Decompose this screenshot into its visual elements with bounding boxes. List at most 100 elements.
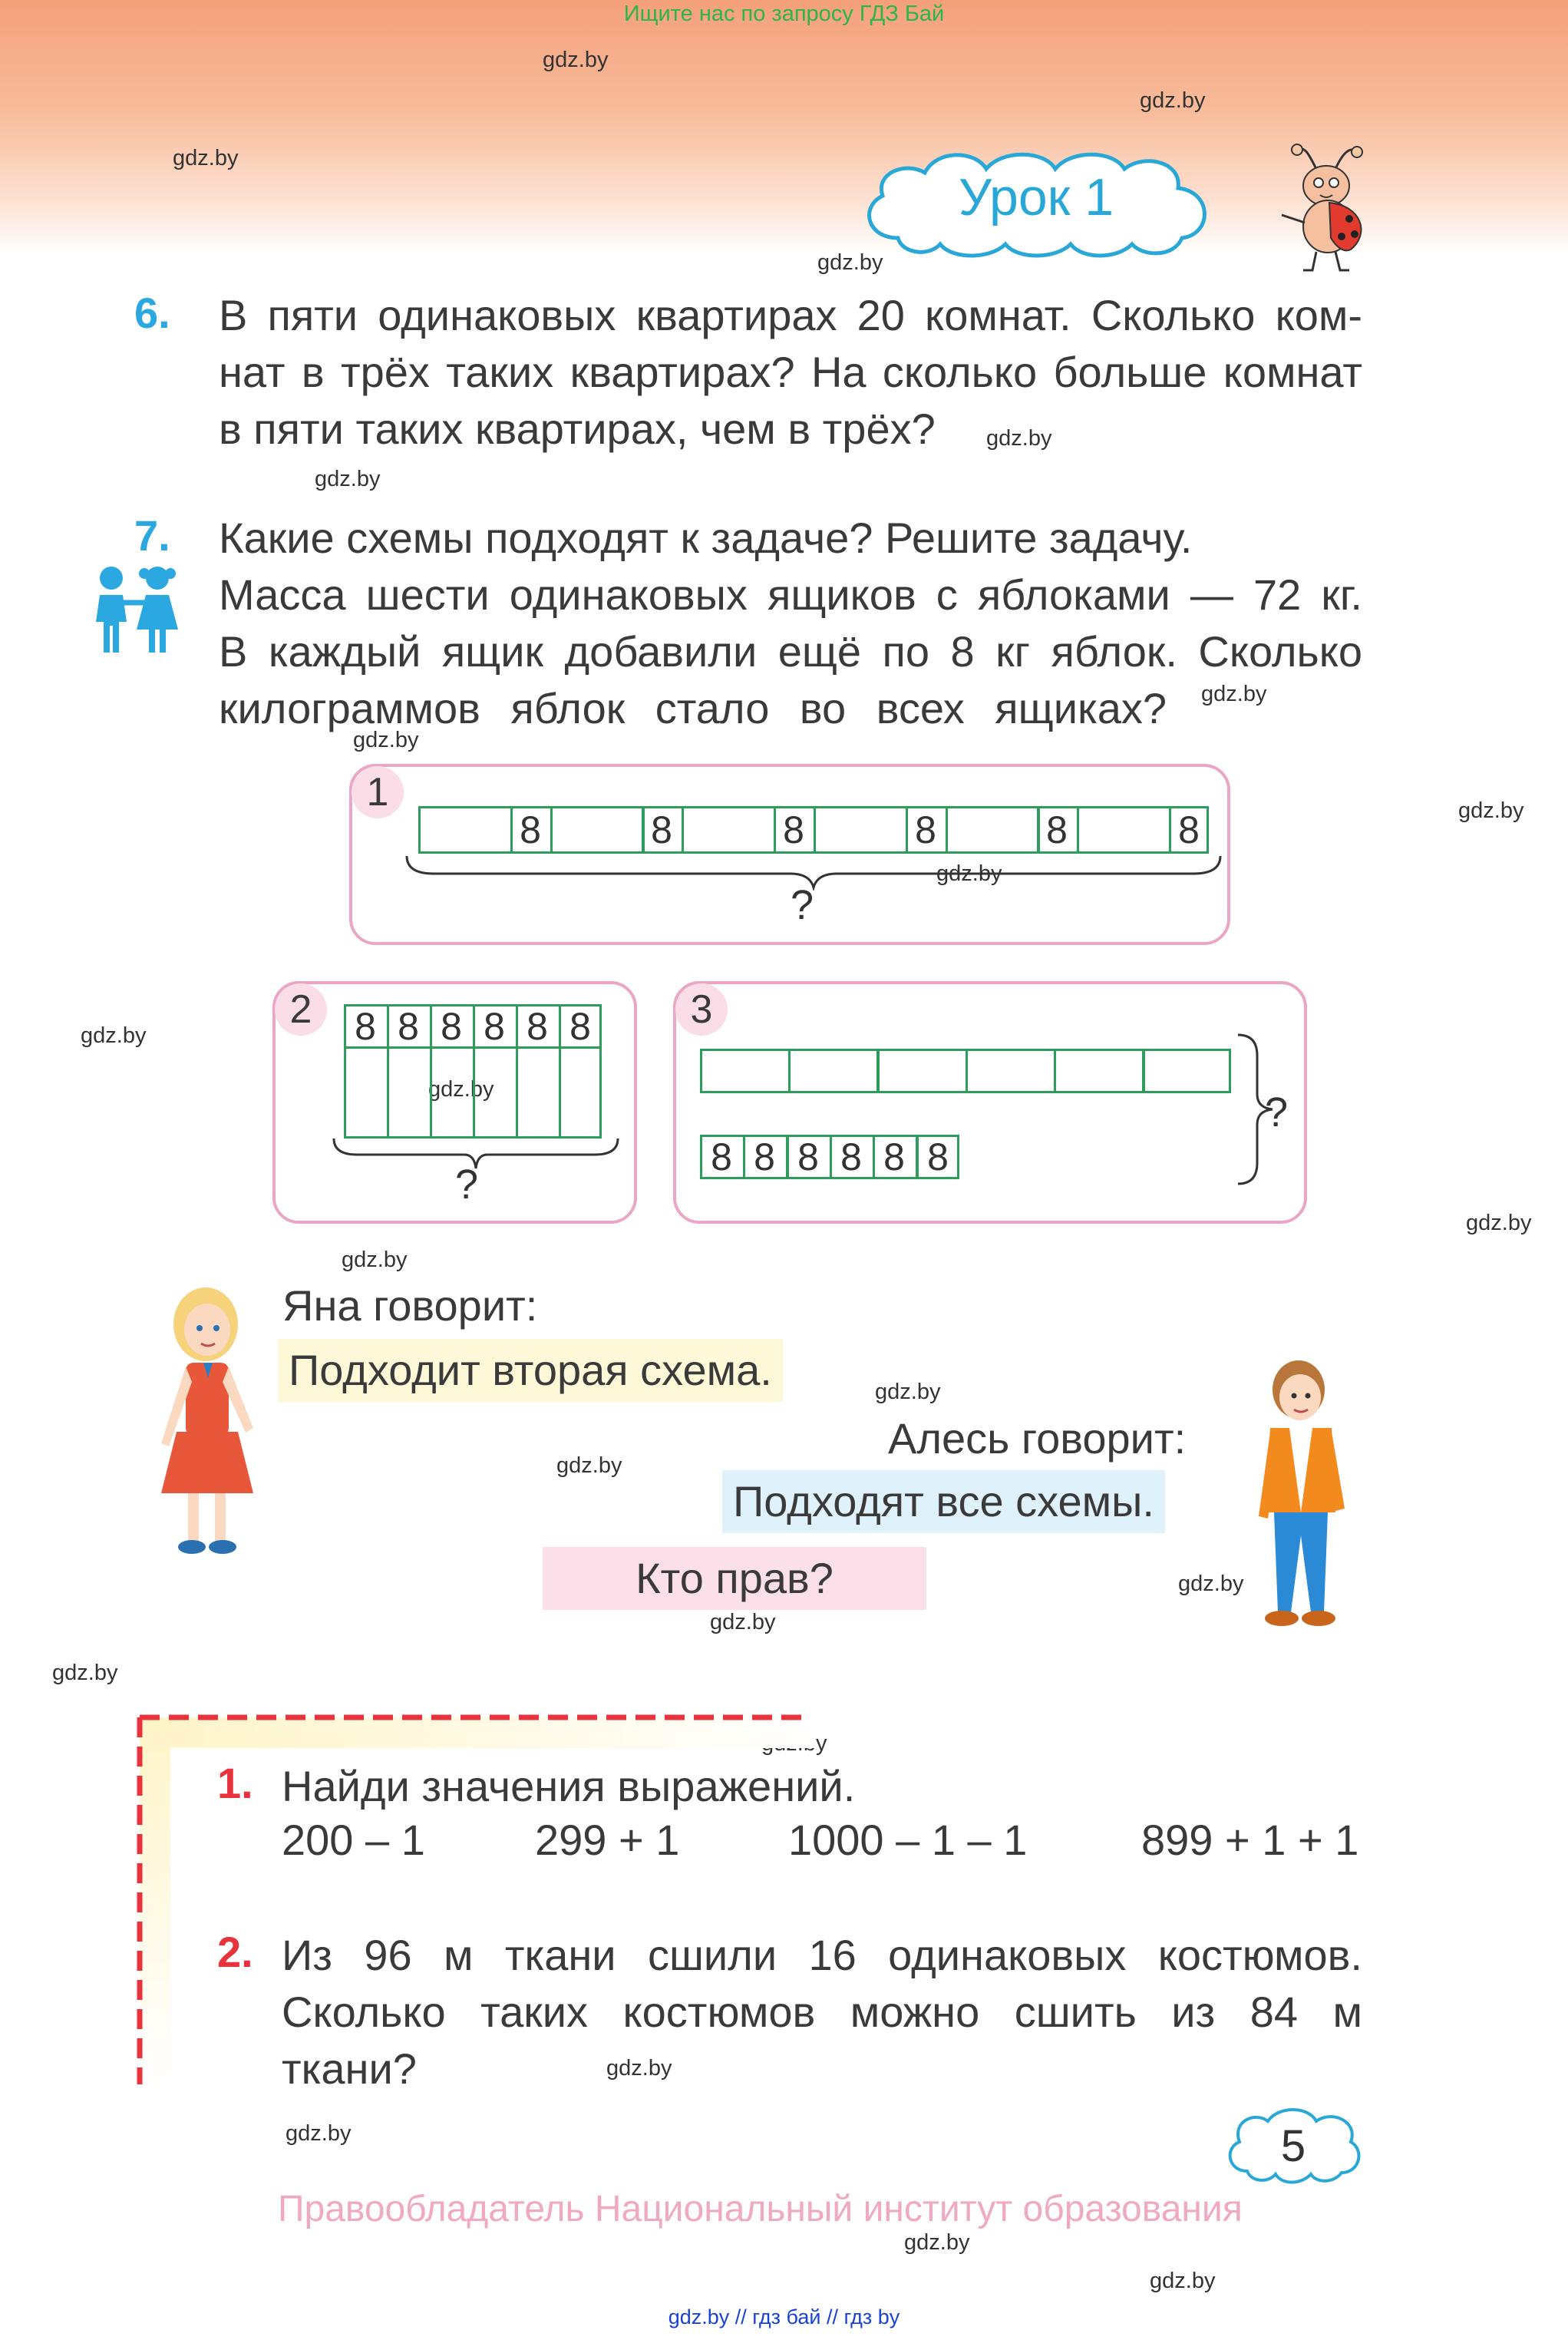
scheme-2-digit: 8: [484, 1005, 505, 1048]
scheme-2-question: ?: [455, 1162, 479, 1208]
scheme-2-digit: 8: [527, 1005, 548, 1048]
top-search-link[interactable]: Ищите нас по запросу ГДЗ Бай: [623, 2, 945, 26]
scheme-3-bar-top: [700, 1049, 1231, 1093]
watermark: gdz.by: [986, 426, 1052, 451]
task-7-line-4: килограммов яблок стало во всех ящиках?: [219, 684, 1167, 732]
watermark: gdz.by: [710, 1610, 776, 1634]
scheme-2-digit: 8: [441, 1005, 462, 1048]
homework-frame: [137, 1714, 815, 2086]
expression-1: 200 – 1: [282, 1816, 425, 1864]
scheme-2: [272, 981, 637, 1224]
scheme-3-question: ?: [1265, 1089, 1289, 1135]
scheme-2-box: [516, 1046, 561, 1139]
scheme-3-digit: 8: [927, 1135, 949, 1178]
expression-4: 899 + 1 + 1: [1141, 1816, 1359, 1864]
scheme-1-box: [550, 806, 645, 854]
task-7-line-2: Масса шести одинаковых ящиков с яблоками…: [219, 570, 1362, 619]
expression-3: 1000 – 1 – 1: [788, 1816, 1028, 1864]
task-7-number: 7.: [134, 511, 170, 560]
homework-1-text: Найди значения выражений.: [282, 1762, 856, 1810]
header-band: [0, 0, 1568, 253]
footer-links[interactable]: gdz.by // гдз бай // гдз by: [668, 2305, 900, 2328]
yana-speech-bubble: Подходит вторая схема.: [278, 1339, 783, 1402]
watermark: gdz.by: [543, 48, 609, 72]
boy-ales-illustration: [1259, 1360, 1345, 1626]
watermark: gdz.by: [1140, 88, 1206, 113]
task-6-line-2: нат в трёх таких квартирах? На сколько б…: [219, 348, 1362, 396]
scheme-1-question: ?: [791, 882, 814, 928]
scheme-1-box: [946, 806, 1040, 854]
homework-2-number: 2.: [217, 1928, 253, 1976]
scheme-2-box: [430, 1046, 475, 1139]
ales-speech-bubble: Подходят все схемы.: [722, 1470, 1165, 1533]
scheme-3-digit: 8: [797, 1135, 819, 1178]
watermark: gdz.by: [817, 250, 883, 275]
scheme-1-digit: 8: [1046, 808, 1068, 851]
scheme-3-box: [1143, 1049, 1231, 1093]
scheme-3-box: [1054, 1049, 1144, 1093]
scheme-1-box: [1077, 806, 1171, 854]
scheme-1-digit: 8: [520, 808, 541, 851]
scheme-1-added-part: [1169, 806, 1209, 854]
homework-2-line-3: ткани?: [282, 2044, 417, 2093]
watermark: gdz.by: [353, 728, 419, 752]
watermark: gdz.by: [606, 2056, 672, 2081]
scheme-3-digit: 8: [883, 1135, 905, 1178]
girl-yana-illustration: [161, 1287, 253, 1554]
scheme-3-box: [877, 1049, 968, 1093]
scheme-3-label: 3: [675, 983, 728, 1036]
watermark: gdz.by: [1150, 2269, 1216, 2293]
scheme-2-brace: [332, 1138, 619, 1169]
watermark: gdz.by: [556, 1453, 622, 1478]
scheme-1-digit: 8: [1178, 808, 1200, 851]
scheme-3-added-part: [916, 1135, 959, 1179]
scheme-1-digit: 8: [783, 808, 804, 851]
homework-1-number: 1.: [217, 1759, 253, 1807]
watermark: gdz.by: [1458, 798, 1524, 823]
task-6-line-1: В пяти одинаковых квартирах 20 комнат. С…: [219, 291, 1362, 339]
scheme-1-brace: [405, 855, 1222, 891]
task-6-line-3: в пяти таких квартирах, чем в трёх?: [219, 405, 936, 453]
scheme-1-box: [814, 806, 908, 854]
scheme-2-box: [559, 1046, 602, 1139]
cloud-icon: [867, 152, 1207, 258]
watermark: gdz.by: [342, 1248, 408, 1272]
scheme-3-brace: [1237, 1033, 1273, 1185]
scheme-1-label: 1: [352, 766, 404, 818]
watermark: gdz.by: [1178, 1572, 1244, 1596]
scheme-2-digit: 8: [569, 1005, 591, 1048]
watermark: gdz.by: [428, 1077, 494, 1102]
watermark: gdz.by: [1466, 1211, 1532, 1235]
homework-2-line-2: Сколько таких костюмов можно сшить из 84…: [282, 1988, 1362, 2036]
ladybug-icon: [1281, 144, 1363, 272]
scheme-1: [349, 764, 1230, 945]
scheme-2-box: [344, 1046, 389, 1139]
scheme-2-digit: 8: [398, 1005, 419, 1048]
watermark: gdz.by: [81, 1023, 147, 1048]
scheme-1-digit: 8: [651, 808, 672, 851]
watermark: gdz.by: [315, 467, 381, 491]
scheme-1-box: [418, 806, 513, 854]
watermark: gdz.by: [286, 2121, 352, 2146]
task-7-line-3: В каждый ящик добавили ещё по 8 кг яблок…: [219, 627, 1362, 676]
pair-work-icon: [96, 567, 178, 653]
homework-2-line-1: Из 96 м ткани сшили 16 одинаковых костюм…: [282, 1931, 1362, 1979]
yana-label: Яна говорит:: [282, 1281, 538, 1330]
scheme-2-label: 2: [275, 983, 327, 1036]
expression-2: 299 + 1: [535, 1816, 680, 1864]
task-6-number: 6.: [134, 289, 170, 337]
watermark: gdz.by: [1201, 682, 1267, 706]
watermark: gdz.by: [875, 1380, 941, 1404]
scheme-3-box: [700, 1049, 791, 1093]
watermark: gdz.by: [173, 146, 239, 170]
page-number: 5: [1280, 2121, 1306, 2171]
scheme-2-box: [473, 1046, 518, 1139]
watermark: gdz.by: [904, 2230, 970, 2255]
ales-label: Алесь говорит:: [888, 1414, 1187, 1462]
scheme-3: [673, 981, 1307, 1224]
page-number-cloud-icon: [1228, 2108, 1361, 2184]
scheme-2-digit: 8: [355, 1005, 376, 1048]
scheme-3-digit: 8: [711, 1135, 732, 1178]
